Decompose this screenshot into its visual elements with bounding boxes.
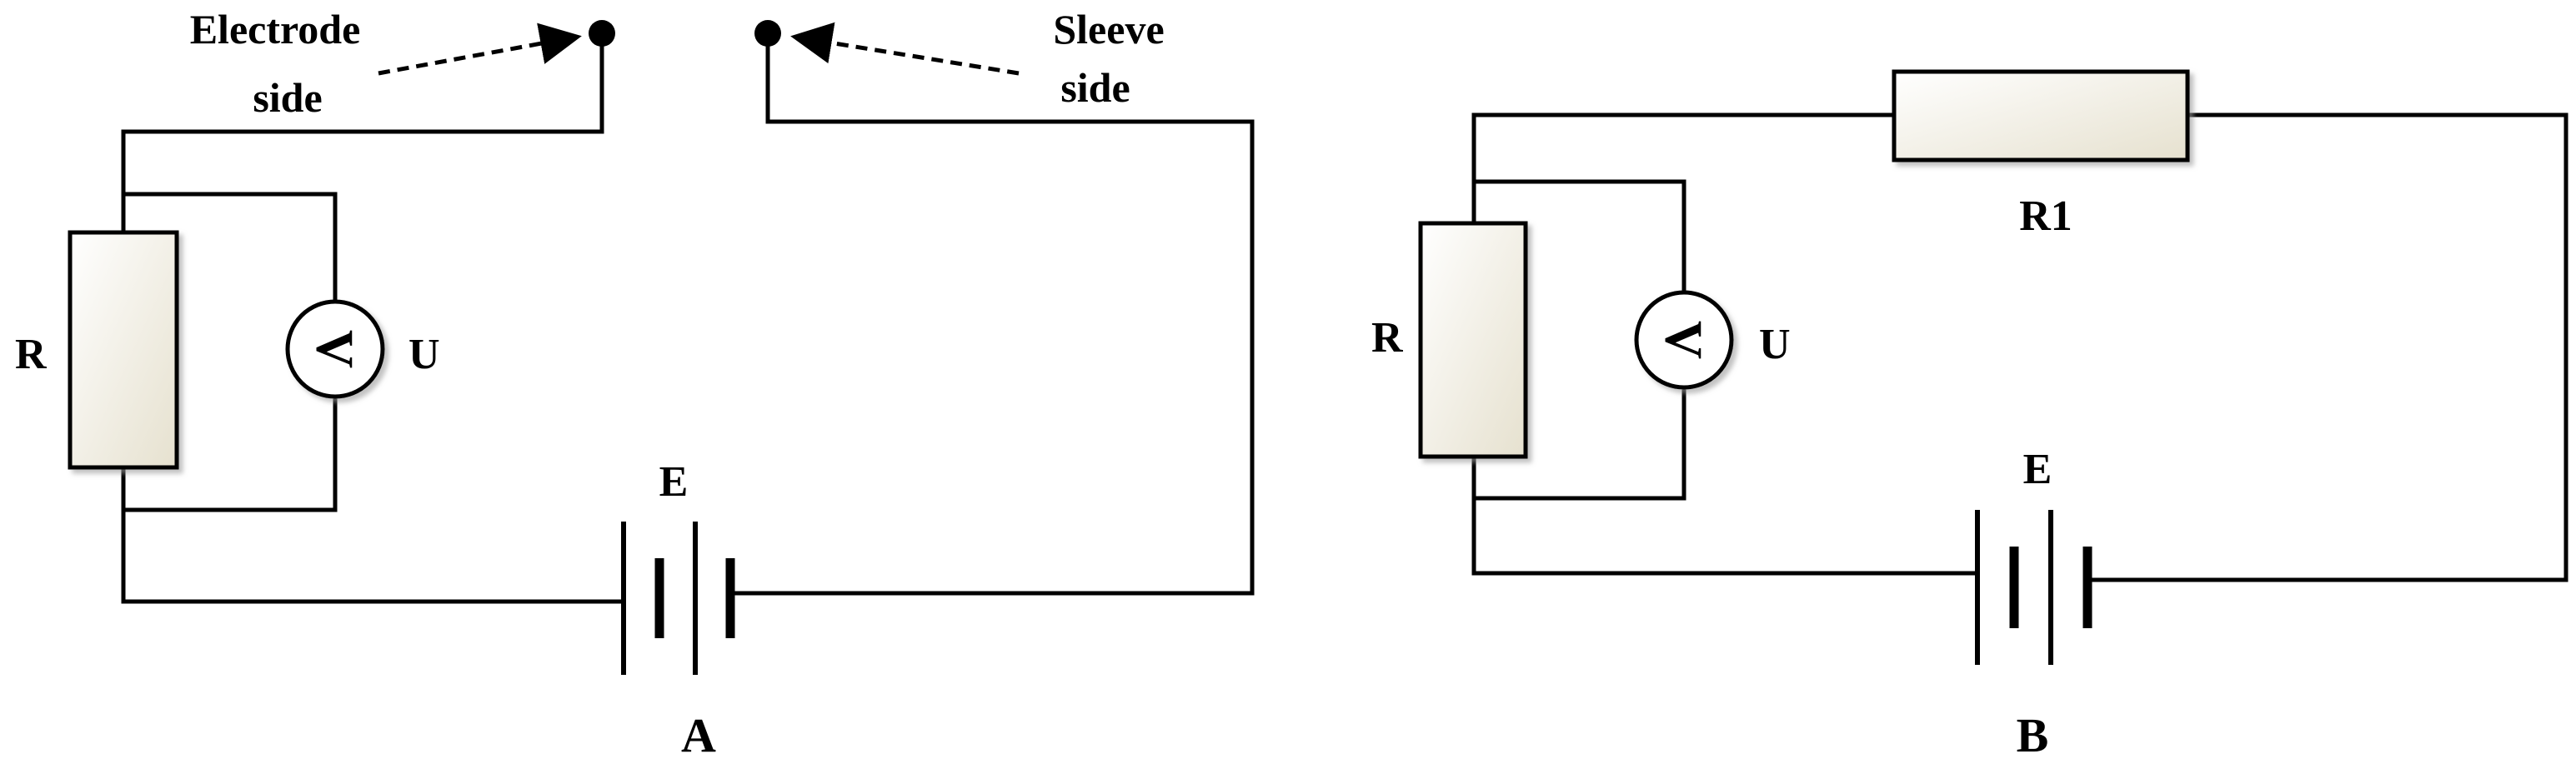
circuit-b-caption: B: [2017, 708, 2049, 762]
circuit-a-voltmeter-label: U: [408, 331, 440, 378]
circuit-a: R V U E Electrode side Sleeve side A: [15, 6, 1255, 762]
circuit-b-voltmeter-label: U: [1759, 321, 1791, 368]
circuit-a-resistor-label: R: [15, 331, 48, 378]
circuit-a-caption: A: [681, 708, 716, 762]
circuit-a-battery-label: E: [659, 458, 689, 506]
circuit-b-wire-top: [1471, 112, 2568, 582]
circuit-b-resistor: [1418, 221, 1528, 459]
circuit-a-electrode-label-line2: side: [253, 74, 322, 121]
circuit-b-battery-label: E: [2023, 446, 2052, 493]
circuit-a-sleeve-label-line2: side: [1060, 64, 1130, 111]
circuit-a-voltmeter: [285, 299, 385, 399]
circuit-a-sleeve-terminal: [754, 20, 781, 47]
circuit-a-sleeve-pointer: [790, 22, 1020, 76]
circuit-a-resistor: [68, 230, 179, 470]
circuit-a-wire-top-left: [121, 33, 604, 232]
circuit-b-series-resistor: [1892, 69, 2190, 162]
circuit-a-battery: [621, 522, 735, 675]
circuit-a-sleeve-label-line1: Sleeve: [1053, 6, 1164, 52]
circuit-b-wire-bottom-left: [1471, 457, 1977, 576]
circuit-a-voltmeter-branch: [123, 192, 338, 512]
circuit-a-electrode-pointer: [378, 22, 582, 76]
circuit-a-electrode-terminal: [589, 20, 615, 47]
circuit-b-voltmeter-symbol: V: [1655, 321, 1714, 359]
circuit-a-wire-bottom-left: [121, 467, 624, 604]
circuit-a-wire-top-right: [732, 33, 1255, 596]
circuit-a-voltmeter-symbol: V: [306, 330, 365, 368]
circuit-b-voltmeter: [1634, 290, 1734, 390]
circuit-b-voltmeter-branch: [1474, 179, 1686, 501]
circuit-b: R1 R V U E B: [1371, 69, 2568, 762]
circuit-b-battery: [1975, 510, 2092, 665]
circuit-a-electrode-label-line1: Electrode: [190, 6, 361, 52]
circuit-b-resistor-label: R: [1371, 314, 1404, 362]
circuit-b-series-resistor-label: R1: [2019, 192, 2072, 240]
